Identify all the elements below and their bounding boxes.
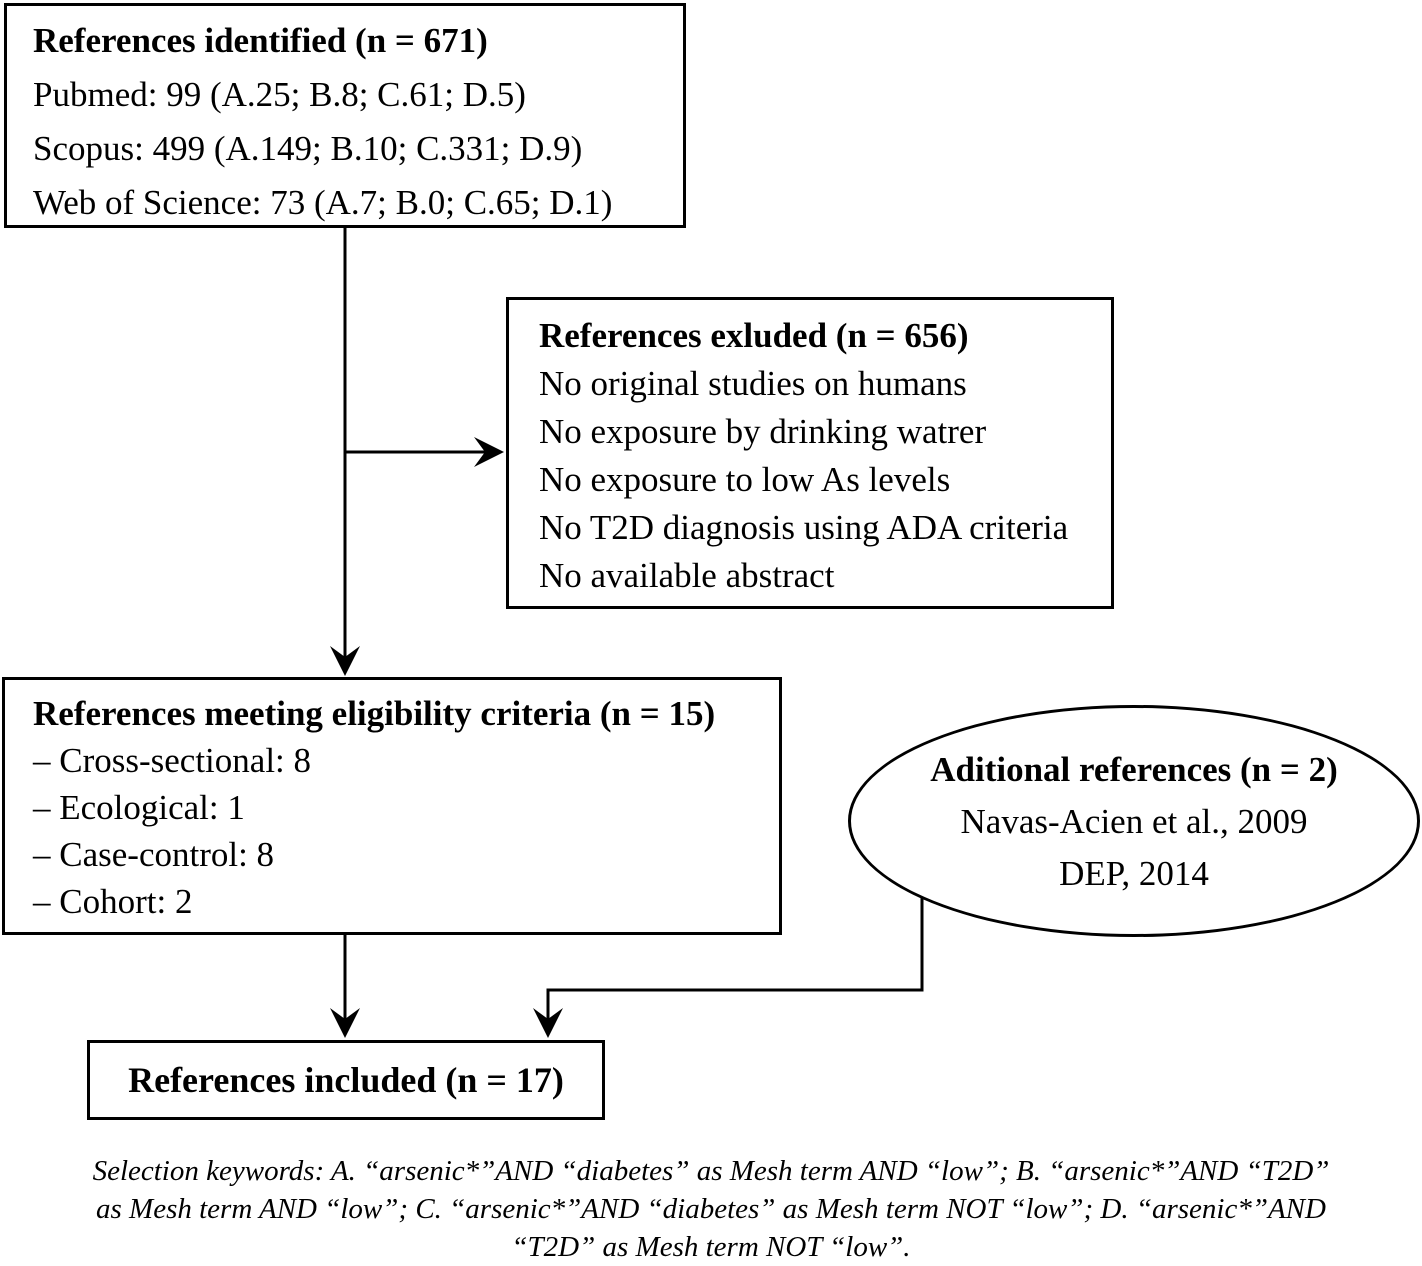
references-identified-box: References identified (n = 671) Pubmed: … xyxy=(4,3,686,228)
arrowhead-into-eligibility xyxy=(330,646,360,676)
eligibility-type-ecological: – Ecological: 1 xyxy=(33,788,245,827)
identified-source-pubmed: Pubmed: 99 (A.25; B.8; C.61; D.5) xyxy=(33,75,526,114)
eligibility-type-cohort: – Cohort: 2 xyxy=(33,882,193,921)
eligibility-type-case-control: – Case-control: 8 xyxy=(33,835,275,874)
identified-source-scopus: Scopus: 499 (A.149; B.10; C.331; D.9) xyxy=(33,129,583,168)
references-identified-title: References identified (n = 671) xyxy=(33,21,488,60)
arrowhead-eligibility-into-included xyxy=(330,1008,360,1038)
references-excluded-box: References exluded (n = 656) No original… xyxy=(506,297,1114,609)
caption-line-3: “T2D” as Mesh term NOT “low”. xyxy=(511,1231,911,1263)
caption-line-2: as Mesh term AND “low”; C. “arsenic*”AND… xyxy=(96,1193,1326,1225)
references-excluded-title: References exluded (n = 656) xyxy=(539,316,969,355)
arrowhead-into-excluded xyxy=(474,437,504,467)
excluded-reason-4: No T2D diagnosis using ADA criteria xyxy=(539,508,1069,547)
additional-references-ellipse: Aditional references (n = 2) Navas-Acien… xyxy=(848,705,1420,937)
line-additional-to-included xyxy=(546,898,924,1022)
excluded-reason-1: No original studies on humans xyxy=(539,364,967,403)
additional-reference-2: DEP, 2014 xyxy=(1059,854,1209,893)
caption-line-1: Selection keywords: A. “arsenic*”AND “di… xyxy=(92,1155,1330,1187)
references-included-box: References included (n = 17) xyxy=(87,1040,605,1120)
selection-keywords-caption: Selection keywords: A. “arsenic*”AND “di… xyxy=(0,1152,1422,1266)
references-included-title: References included (n = 17) xyxy=(128,1060,564,1100)
references-eligibility-title: References meeting eligibility criteria … xyxy=(33,694,716,733)
excluded-reason-5: No available abstract xyxy=(539,556,835,595)
additional-reference-1: Navas-Acien et al., 2009 xyxy=(960,802,1308,841)
eligibility-type-cross-sectional: – Cross-sectional: 8 xyxy=(33,741,312,780)
identified-source-web-of-science: Web of Science: 73 (A.7; B.0; C.65; D.1) xyxy=(33,183,613,222)
additional-references-title: Aditional references (n = 2) xyxy=(930,750,1338,789)
excluded-reason-2: No exposure by drinking watrer xyxy=(539,412,987,451)
references-eligibility-box: References meeting eligibility criteria … xyxy=(2,677,782,935)
arrowhead-additional-into-included xyxy=(533,1008,563,1038)
excluded-reason-3: No exposure to low As levels xyxy=(539,460,951,499)
